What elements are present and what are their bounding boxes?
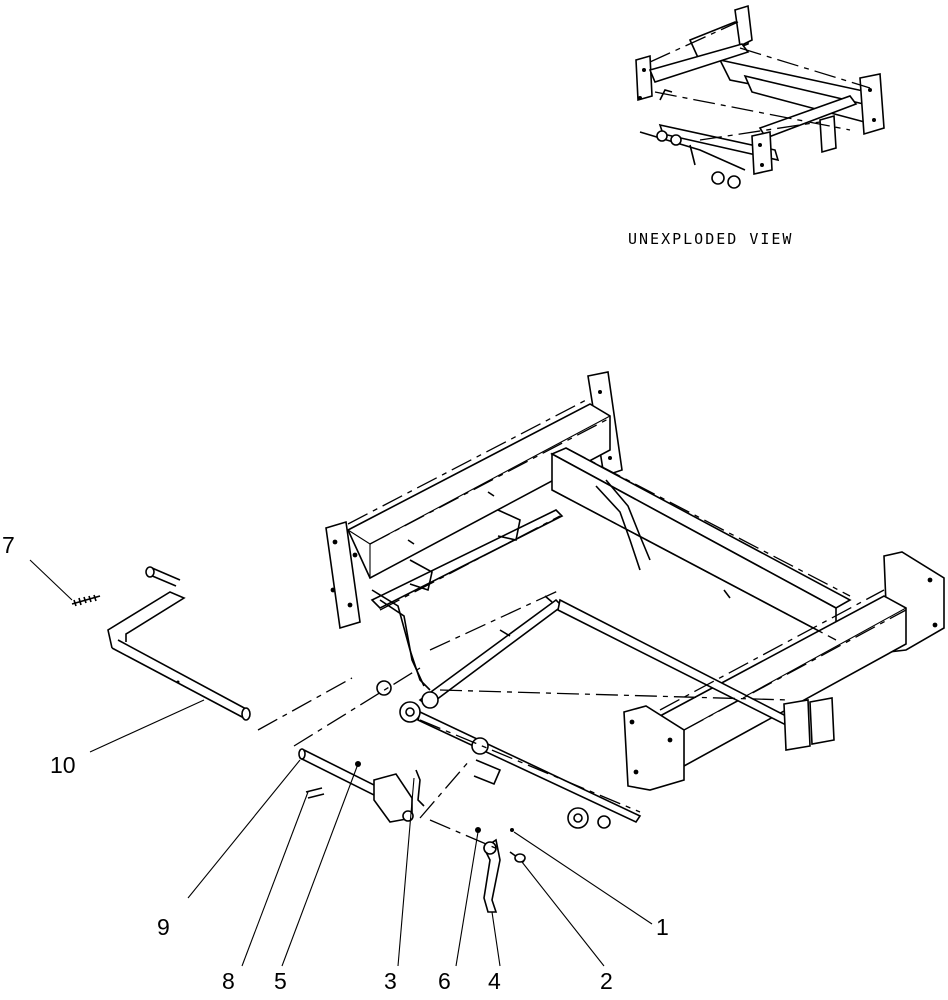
- part-2-bolt: [509, 851, 526, 863]
- callout-1: 1: [656, 914, 669, 940]
- part-1-washer: [510, 828, 514, 832]
- main-frame-assembly: [325, 371, 945, 829]
- caption-unexploded-view: UNEXPLODED VIEW: [628, 230, 793, 248]
- callout-2: 2: [600, 968, 613, 994]
- part-4-latch-lever: [482, 838, 501, 913]
- callout-4: 4: [488, 968, 501, 994]
- callout-10: 10: [50, 752, 76, 778]
- part-3-latch-housing: [373, 769, 425, 823]
- unexploded-view-inset: [635, 4, 885, 189]
- callout-8: 8: [222, 968, 235, 994]
- part-6-bushing: [475, 827, 481, 833]
- leader-lines: [29, 559, 653, 967]
- callout-6: 6: [438, 968, 451, 994]
- callout-5: 5: [274, 968, 287, 994]
- part-7-spring: [71, 594, 101, 607]
- part-8-pin: [305, 787, 325, 799]
- callout-9: 9: [157, 914, 170, 940]
- callout-3: 3: [384, 968, 397, 994]
- callout-7: 7: [2, 532, 15, 558]
- part-10-crank-handle: [107, 566, 251, 721]
